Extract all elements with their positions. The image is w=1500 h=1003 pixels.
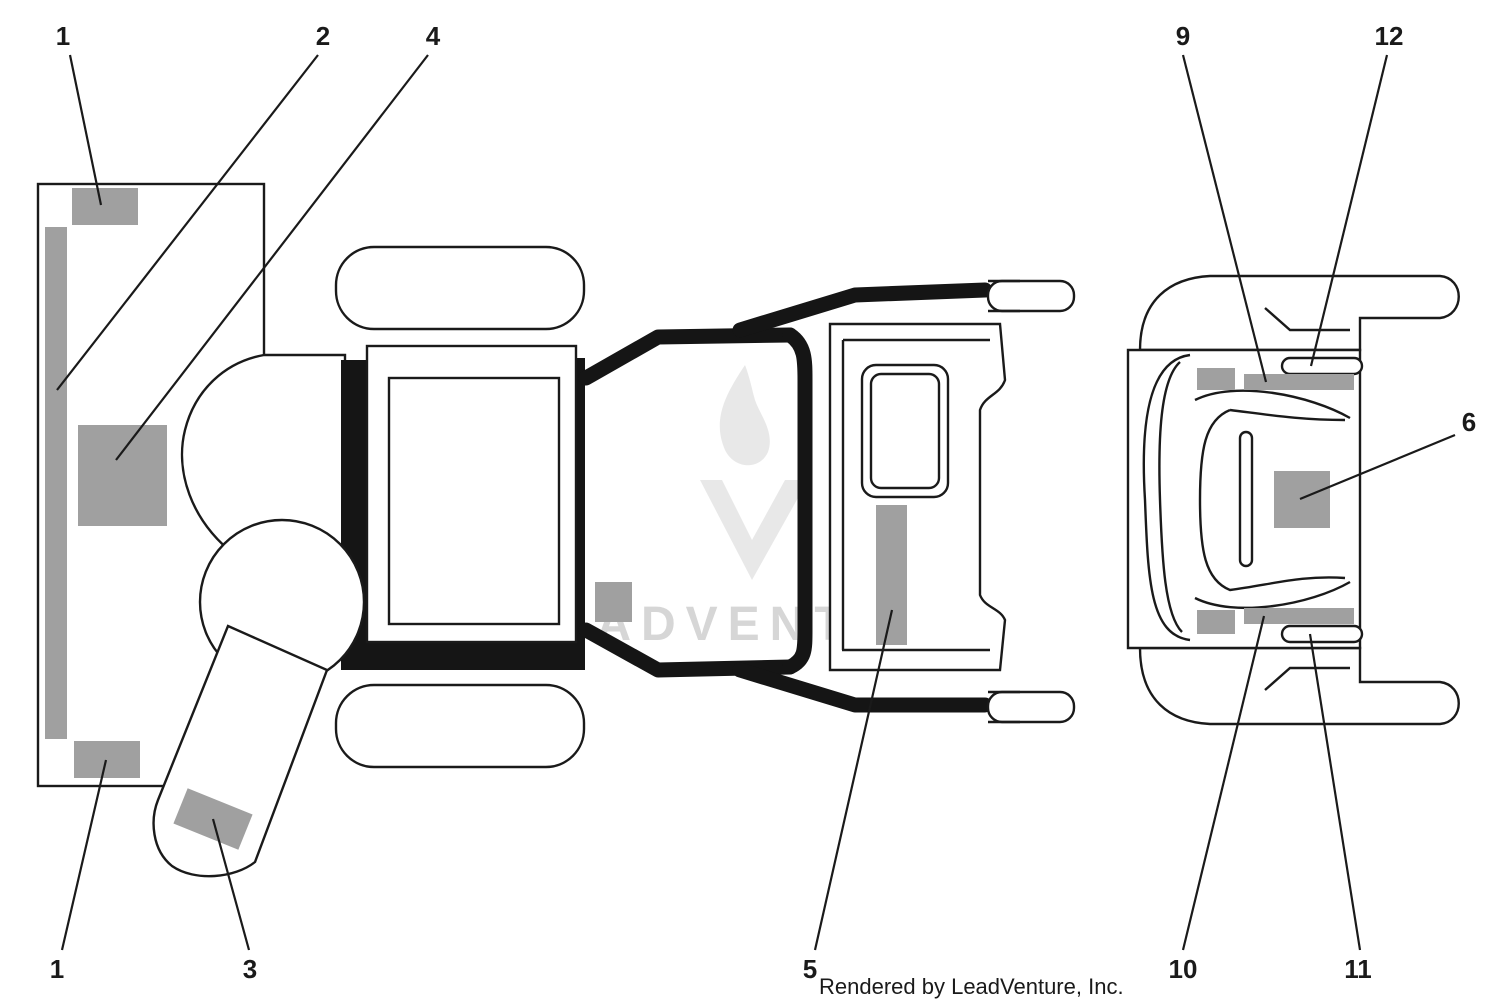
callout-10: 10 bbox=[1169, 954, 1198, 984]
flame-logo-icon bbox=[700, 365, 808, 580]
dash-view bbox=[1126, 274, 1460, 726]
engine-cover bbox=[360, 344, 585, 670]
discharge-chute bbox=[152, 518, 366, 878]
decal-9 bbox=[1244, 374, 1354, 390]
decal-1-bottom bbox=[74, 741, 140, 778]
control-panel bbox=[595, 322, 1007, 672]
decal-5 bbox=[876, 505, 907, 645]
callout-5: 5 bbox=[803, 954, 817, 984]
decal-6 bbox=[1274, 471, 1330, 528]
callout-1-bottom: 1 bbox=[50, 954, 64, 984]
decal-10 bbox=[1244, 608, 1354, 624]
decal-2 bbox=[45, 227, 67, 739]
decal-8-bottom bbox=[1197, 610, 1235, 634]
callout-3: 3 bbox=[243, 954, 257, 984]
decal-7 bbox=[595, 582, 632, 622]
tire-top bbox=[334, 245, 586, 331]
callout-9: 9 bbox=[1176, 21, 1190, 51]
callout-12: 12 bbox=[1375, 21, 1404, 51]
decal-4 bbox=[78, 425, 167, 526]
callout-1-top: 1 bbox=[56, 21, 70, 51]
callout-labels: 1 2 4 9 12 6 1 3 5 10 11 bbox=[50, 21, 1476, 984]
leader-lines bbox=[56, 54, 1456, 951]
decal-8-top bbox=[1197, 368, 1235, 390]
tire-bottom bbox=[334, 683, 586, 769]
handle-frame bbox=[578, 282, 993, 713]
callout-2: 2 bbox=[316, 21, 330, 51]
engine-housing bbox=[180, 353, 347, 557]
handle-grips bbox=[986, 279, 1076, 724]
auger-housing bbox=[36, 182, 266, 788]
callout-4: 4 bbox=[426, 21, 441, 51]
callout-11: 11 bbox=[1344, 954, 1372, 984]
callout-6: 6 bbox=[1462, 407, 1476, 437]
render-credit: Rendered by LeadVenture, Inc. bbox=[819, 974, 1124, 999]
decal-1-top bbox=[72, 188, 138, 225]
